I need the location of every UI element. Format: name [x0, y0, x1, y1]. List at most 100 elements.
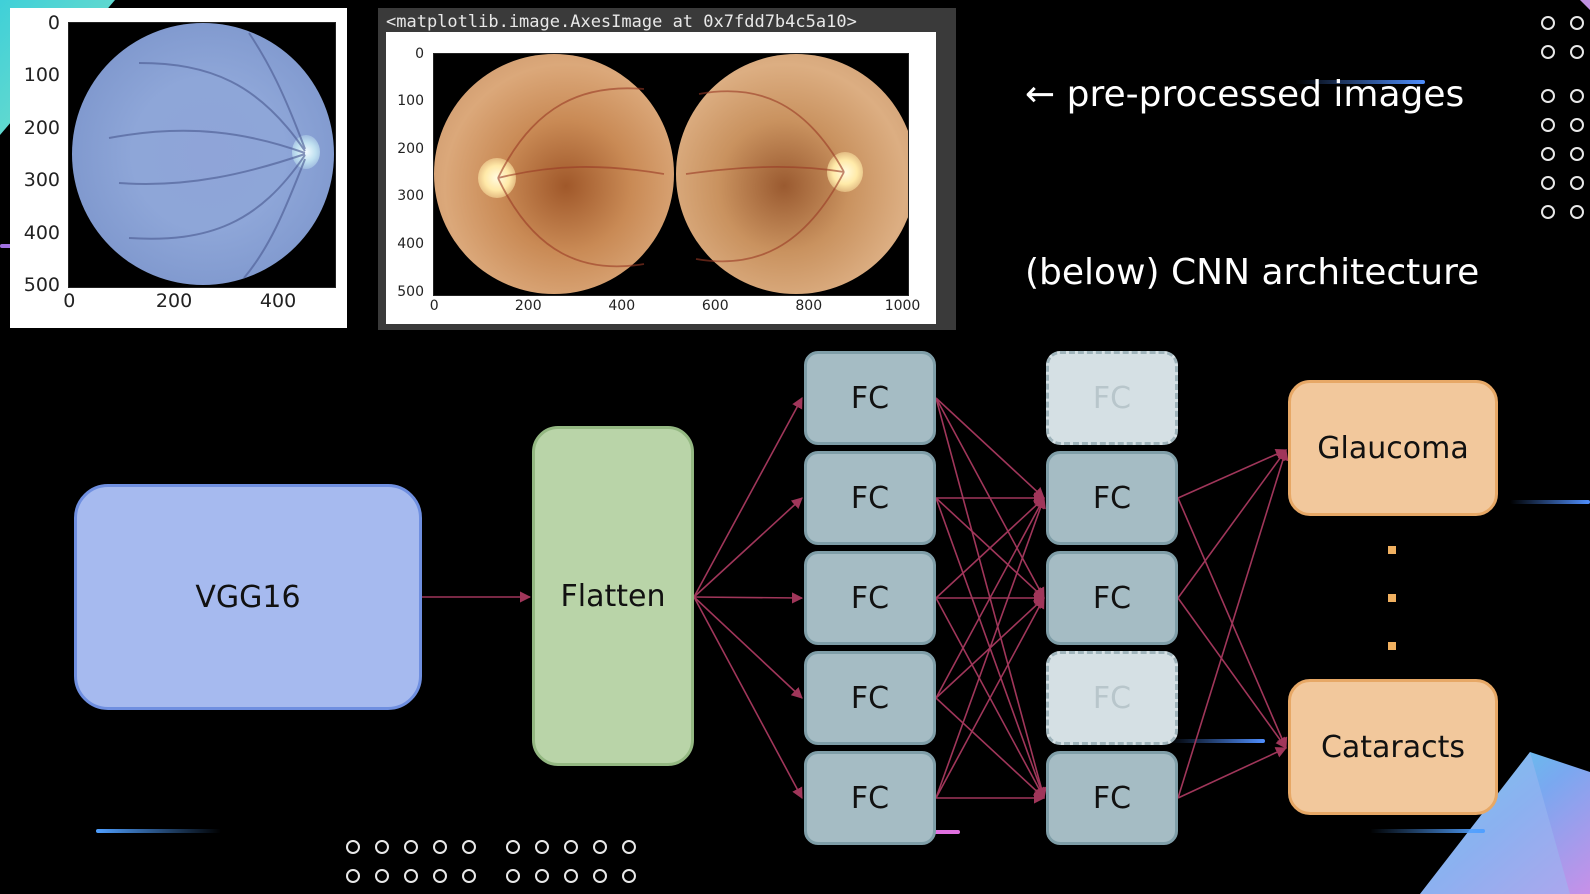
plot-axes [68, 22, 336, 288]
decor-circle [593, 840, 607, 854]
decor-circle [1570, 89, 1584, 103]
decor-circle [404, 840, 418, 854]
decor-circle [433, 840, 447, 854]
fc-layer1-node: FC [804, 751, 936, 845]
decor-circle [404, 869, 418, 883]
fc-layer1-node: FC [804, 651, 936, 745]
decor-circle [462, 840, 476, 854]
y-tick-label: 100 [397, 93, 424, 110]
decor-circle [506, 840, 520, 854]
cnn-architecture-note: (below) CNN architecture [1025, 252, 1480, 293]
flatten-block: Flatten [532, 426, 694, 766]
decor-line [1370, 829, 1485, 833]
connection-arrow [935, 497, 1045, 699]
decor-circle [1570, 16, 1584, 30]
decor-circle [1541, 45, 1555, 59]
output-glaucoma: Glaucoma [1288, 380, 1498, 516]
fundus-image-right-eye [676, 54, 908, 294]
decor-circle [462, 869, 476, 883]
decor-circle [535, 869, 549, 883]
x-tick-label: 0 [429, 298, 439, 314]
y-tick-label: 400 [397, 236, 424, 252]
connection-arrow [693, 497, 803, 598]
ellipsis-dot [1388, 546, 1396, 554]
x-tick-label: 200 [514, 298, 542, 314]
x-tick-label: 0 [63, 290, 76, 312]
decor-circle [375, 869, 389, 883]
decor-bottom-right-prism [1420, 752, 1590, 894]
fc-layer1-node: FC [804, 351, 936, 445]
y-tick-label: 400 [23, 221, 60, 244]
decor-circle [346, 869, 360, 883]
ellipsis-dot [1388, 594, 1396, 602]
y-tick-label: 100 [23, 64, 60, 87]
x-tick-label: 800 [795, 298, 823, 314]
decor-circle [346, 840, 360, 854]
decor-circle [593, 869, 607, 883]
y-tick-label: 0 [47, 11, 60, 34]
decor-circle [1541, 147, 1555, 161]
y-tick-label: 500 [397, 283, 424, 300]
decor-circle [1541, 205, 1555, 219]
retinal-vessels [497, 87, 845, 268]
connection-arrow [935, 597, 1045, 799]
fc-layer2-node: FC [1046, 751, 1178, 845]
decor-circle [1570, 176, 1584, 190]
decor-right-edge-marks [1580, 0, 1590, 10]
y-tick-label: 500 [23, 274, 60, 297]
connection-arrow [1177, 449, 1287, 599]
y-tick-label: 200 [23, 116, 60, 139]
decor-circle [1541, 89, 1555, 103]
x-tick-label: 400 [259, 290, 297, 312]
decor-circle [1541, 176, 1555, 190]
decor-line [96, 829, 221, 833]
y-tick-label: 0 [415, 45, 424, 62]
decor-circle [1570, 45, 1584, 59]
decor-circle [1541, 118, 1555, 132]
decor-line [920, 830, 960, 834]
decor-line [1510, 500, 1590, 504]
fc-layer1-node: FC [804, 551, 936, 645]
ellipsis-dot [1388, 642, 1396, 650]
decor-line [1295, 80, 1425, 84]
fc-layer2-dropout-node: FC [1046, 351, 1178, 445]
decor-circle [375, 840, 389, 854]
notebook-caption: <matplotlib.image.AxesImage at 0x7fdd7b4… [386, 12, 857, 32]
preprocessed-images-note: ← pre-processed images [1025, 74, 1465, 115]
y-tick-label: 300 [23, 169, 60, 192]
notebook-output-cell: <matplotlib.image.AxesImage at 0x7fdd7b4… [378, 8, 956, 330]
decor-circle [622, 840, 636, 854]
plot-axes [433, 53, 909, 296]
connection-arrow [1177, 597, 1287, 749]
fc-layer2-node: FC [1046, 551, 1178, 645]
connection-arrow [693, 596, 803, 699]
y-tick-label: 200 [397, 140, 424, 157]
fc-layer2-dropout-node: FC [1046, 651, 1178, 745]
connection-arrow [935, 497, 1045, 599]
decor-circle [1570, 147, 1584, 161]
vgg16-block: VGG16 [74, 484, 422, 710]
connection-arrow [935, 697, 1045, 799]
x-tick-label: 1000 [884, 298, 921, 314]
y-tick-label: 300 [397, 188, 424, 205]
optic-disc [827, 152, 863, 192]
connection-arrow [1177, 448, 1289, 799]
connection-arrow [693, 592, 804, 604]
connection-arrow [935, 397, 1045, 499]
decor-line [1170, 739, 1265, 743]
decor-circle [564, 869, 578, 883]
decor-circle [1570, 118, 1584, 132]
optic-disc [478, 158, 516, 198]
connection-arrow [1177, 448, 1288, 499]
connection-arrow [693, 596, 803, 799]
connection-arrow [693, 397, 803, 598]
decor-circle [1541, 16, 1555, 30]
decor-circle [564, 840, 578, 854]
decor-circle [433, 869, 447, 883]
decor-circle [535, 840, 549, 854]
fundus-image-enhanced [72, 23, 334, 285]
decor-circle [1570, 205, 1584, 219]
